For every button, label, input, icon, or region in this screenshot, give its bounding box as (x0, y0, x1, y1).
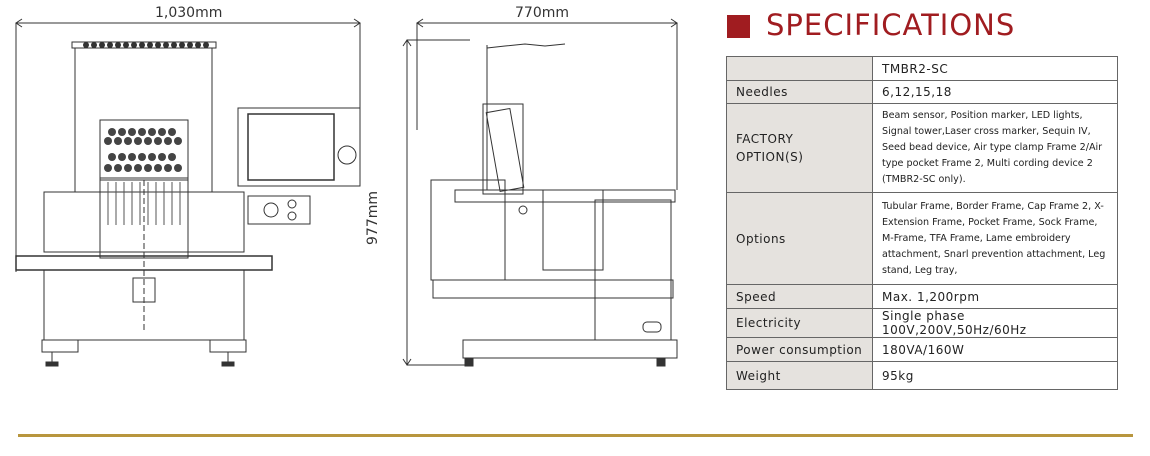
table-row: TMBR2-SC (726, 56, 1118, 81)
header-blank-cell (726, 56, 873, 81)
row-value: Beam sensor, Position marker, LED lights… (872, 103, 1118, 193)
specs-table: TMBR2-SC Needles 6,12,15,18 FACTORY OPTI… (726, 56, 1118, 390)
row-value: 95kg (872, 361, 1118, 390)
gold-divider (18, 434, 1133, 437)
title-marker (727, 15, 750, 38)
side-width-dimension: 770mm (515, 5, 569, 21)
row-label: Options (726, 192, 873, 285)
front-width-dimension: 1,030mm (155, 5, 223, 21)
row-value: Tubular Frame, Border Frame, Cap Frame 2… (872, 192, 1118, 285)
front-view-drawing (15, 18, 361, 367)
row-value: 6,12,15,18 (872, 80, 1118, 104)
table-row: Needles 6,12,15,18 (726, 80, 1118, 104)
table-row: Weight 95kg (726, 361, 1118, 390)
row-label: FACTORY OPTION(S) (726, 103, 873, 193)
row-value: Max. 1,200rpm (872, 284, 1118, 309)
row-value: 180VA/160W (872, 337, 1118, 362)
table-row: Options Tubular Frame, Border Frame, Cap… (726, 192, 1118, 285)
row-label: Weight (726, 361, 873, 390)
table-row: Electricity Single phase 100V,200V,50Hz/… (726, 308, 1118, 338)
model-cell: TMBR2-SC (872, 56, 1118, 81)
row-label: Speed (726, 284, 873, 309)
table-row: Speed Max. 1,200rpm (726, 284, 1118, 309)
specs-title: SPECIFICATIONS (766, 8, 1016, 42)
table-row: Power consumption 180VA/160W (726, 337, 1118, 362)
row-value: Single phase 100V,200V,50Hz/60Hz (872, 308, 1118, 338)
row-label: Power consumption (726, 337, 873, 362)
row-label: Needles (726, 80, 873, 104)
height-dimension: 977mm (365, 191, 381, 245)
side-view-drawing (402, 18, 678, 367)
table-row: FACTORY OPTION(S) Beam sensor, Position … (726, 103, 1118, 193)
row-label: Electricity (726, 308, 873, 338)
